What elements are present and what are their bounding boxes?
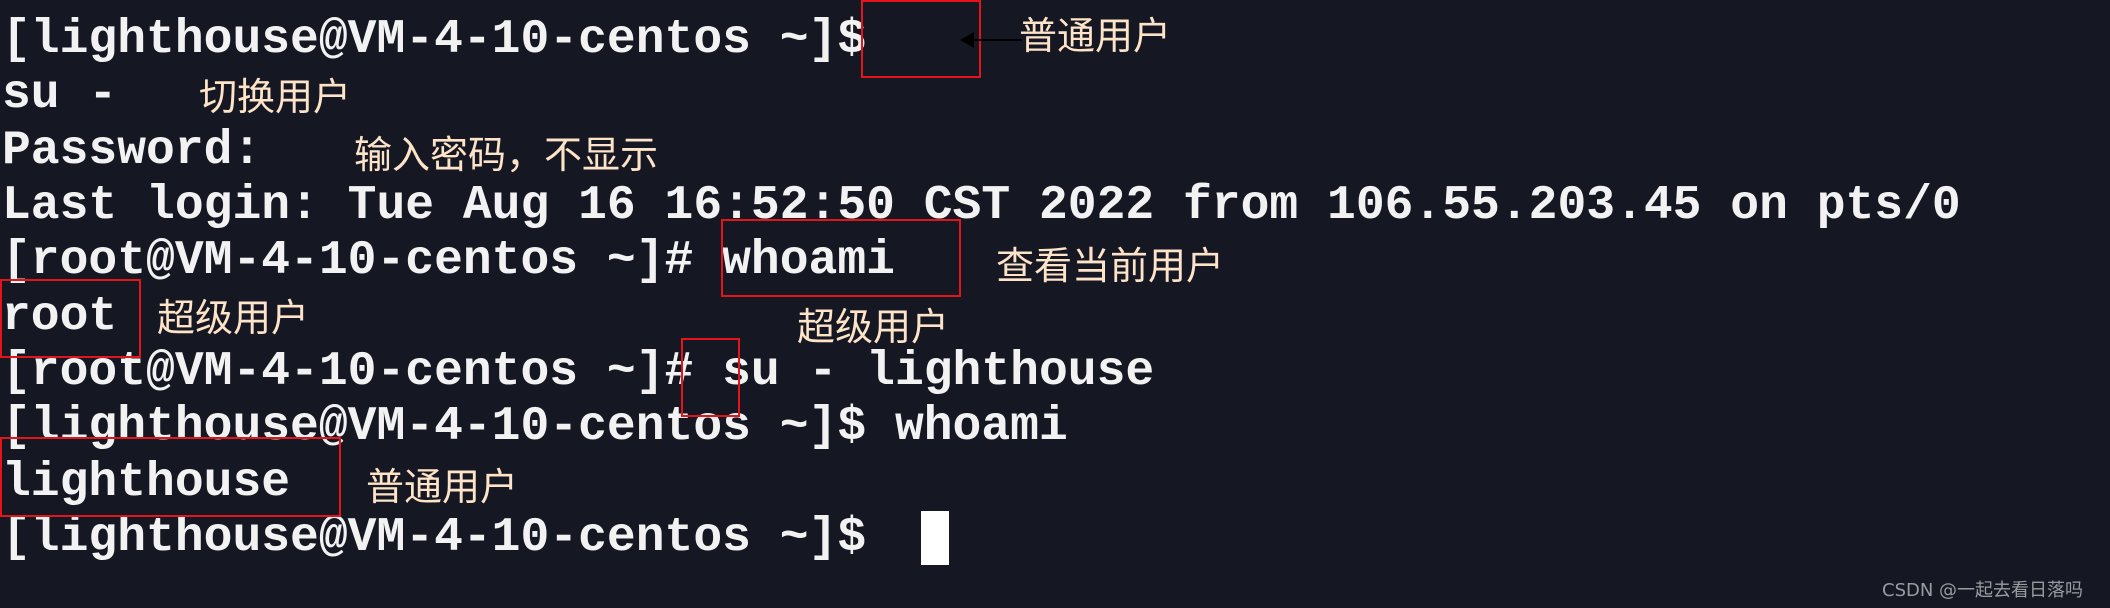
annotation-password-hint: 输入密码，不显示 [354,133,659,177]
annotation-normal-user: 普通用户 [1019,14,1172,58]
annotation-check-current-user: 查看当前用户 [996,244,1225,288]
terminal-line: Last login: Tue Aug 16 16:52:50 CST 2022… [2,179,1961,233]
highlight-box-hash-prompt [681,338,740,417]
terminal-line: [root@VM-4-10-centos ~]# su - lighthouse [2,345,1155,399]
annotation-super-user: 超级用户 [157,296,310,340]
arrow-left-icon [960,32,1022,48]
terminal-line: lighthouse [2,456,291,510]
terminal-line: [lighthouse@VM-4-10-centos ~]$ [2,13,867,67]
highlight-box-whoami [721,219,961,297]
watermark: CSDN @一起去看日落吗 [1882,580,2084,601]
terminal-line: root [2,290,118,344]
annotation-switch-user: 切换用户 [199,75,352,119]
highlight-box-root [0,279,141,358]
annotation-super-user: 超级用户 [797,305,950,349]
highlight-box-lighthouse [0,437,341,517]
terminal-line: Password: [2,124,262,178]
terminal-line: su - [2,68,118,122]
terminal-cursor[interactable] [921,511,949,565]
annotation-normal-user: 普通用户 [366,465,519,509]
terminal-line: [lighthouse@VM-4-10-centos ~]$ [2,511,867,565]
terminal-line: [lighthouse@VM-4-10-centos ~]$ whoami [2,400,1068,454]
